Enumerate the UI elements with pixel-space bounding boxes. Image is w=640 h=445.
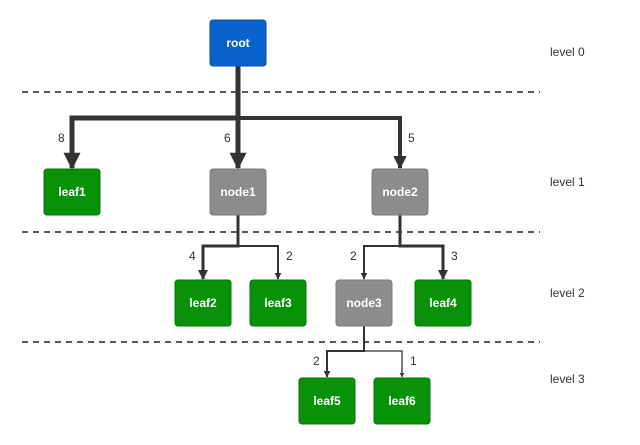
edge-node1-leaf2 [197,215,240,281]
level-label-0: level 0 [550,45,585,59]
node-root: root [209,19,267,67]
node-leaf1: leaf1 [43,168,101,216]
node-box-root [209,19,267,67]
edge-node1-leaf3 [237,215,282,280]
node-label-leaf6: leaf6 [388,394,416,408]
node-label-root: root [226,36,249,50]
level-label-3: level 3 [550,372,585,386]
edge-node2-leaf4 [398,215,449,281]
node-label-leaf2: leaf2 [189,296,217,310]
node-box-leaf1 [43,168,101,216]
node-leaf2: leaf2 [174,279,232,327]
edge-weight-node1-leaf2: 4 [189,249,196,263]
node-node3: node3 [335,279,393,327]
node-label-node3: node3 [346,296,382,310]
node-node2: node2 [371,168,429,216]
node-label-node2: node2 [382,185,418,199]
node-box-leaf5 [298,377,356,425]
level-label-2: level 2 [550,286,585,300]
edges [63,66,449,378]
node-label-leaf1: leaf1 [58,185,86,199]
level-dividers [22,91,540,343]
edge-weight-node2-leaf4: 3 [451,249,458,263]
edge-weight-node2-node3: 2 [350,249,357,263]
node-box-leaf3 [249,279,307,327]
edge-weight-root-node1: 6 [224,131,231,145]
node-box-leaf2 [174,279,232,327]
node-label-leaf5: leaf5 [313,394,341,408]
edge-node3-leaf6 [363,326,405,378]
node-box-node2 [371,168,429,216]
edge-weights: 8 6 5 4 2 2 3 2 1 [58,131,458,368]
node-leaf4: leaf4 [414,279,472,327]
node-label-leaf4: leaf4 [429,296,457,310]
edge-weight-node3-leaf5: 2 [313,354,320,368]
node-box-leaf6 [373,377,431,425]
node-box-node3 [335,279,393,327]
edge-weight-root-node2: 5 [408,131,415,145]
node-box-leaf4 [414,279,472,327]
level-label-1: level 1 [550,175,585,189]
edge-node2-node3 [360,215,401,280]
node-label-leaf3: leaf3 [264,296,292,310]
edge-root-leaf1 [63,66,241,170]
edge-weight-root-leaf1: 8 [58,131,65,145]
edge-node3-leaf5 [323,326,365,378]
edge-root-node2 [236,66,407,170]
node-label-node1: node1 [220,185,256,199]
level-labels: level 0 level 1 level 2 level 3 [550,45,585,386]
node-box-node1 [209,168,267,216]
node-leaf6: leaf6 [373,377,431,425]
node-leaf3: leaf3 [249,279,307,327]
node-leaf5: leaf5 [298,377,356,425]
edge-weight-node1-leaf3: 2 [286,249,293,263]
node-node1: node1 [209,168,267,216]
edge-weight-node3-leaf6: 1 [410,354,417,368]
nodes: root leaf1 node1 node2 leaf2 leaf3 node3 leaf4 l… [43,19,472,425]
